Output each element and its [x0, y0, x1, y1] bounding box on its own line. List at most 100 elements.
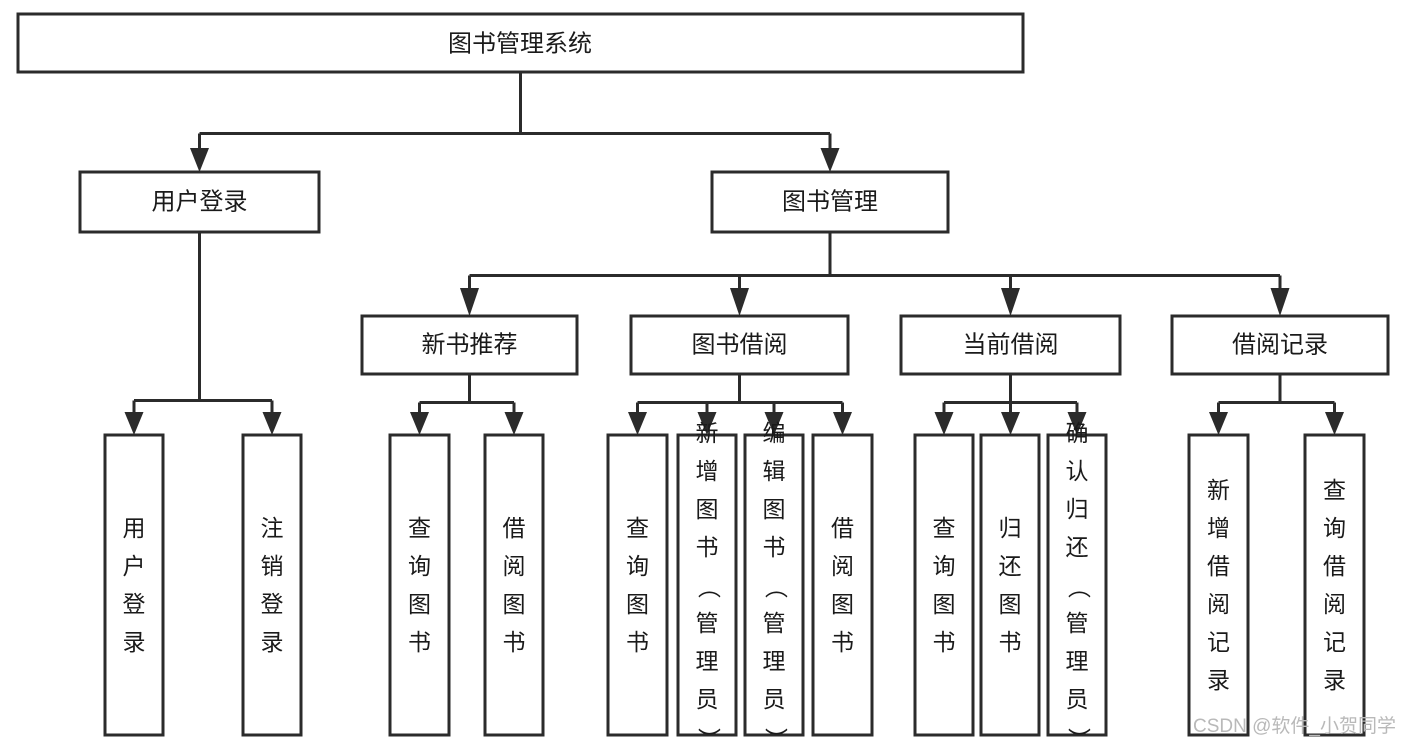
svg-text:（: （ [1066, 576, 1092, 599]
svg-text:户: 户 [123, 553, 146, 579]
node-borrow-record-box[interactable] [1170, 314, 1390, 376]
edge-bookborrow-bus [636, 374, 844, 414]
svg-text:图: 图 [696, 496, 719, 522]
svg-text:记: 记 [1323, 629, 1346, 655]
svg-text:增: 增 [1207, 515, 1230, 541]
svg-text:书: 书 [626, 629, 649, 655]
svg-text:查: 查 [1323, 477, 1346, 503]
node-root[interactable]: 图书管理系统 [16, 12, 1025, 74]
svg-text:录: 录 [261, 629, 284, 655]
svg-text:新: 新 [696, 420, 719, 446]
node-new-book-rec[interactable]: 新书推荐 [360, 314, 579, 376]
svg-text:认: 认 [1066, 458, 1089, 484]
svg-text:询: 询 [626, 553, 649, 579]
node-leaf-add-record-box[interactable] [1187, 433, 1250, 737]
svg-text:书: 书 [933, 629, 956, 655]
svg-text:图: 图 [763, 496, 786, 522]
node-leaf-query-book-2-box[interactable] [606, 433, 669, 737]
svg-text:图: 图 [503, 591, 526, 617]
svg-text:理: 理 [696, 648, 719, 674]
node-user-login[interactable]: 用户登录 [78, 170, 321, 234]
svg-text:理: 理 [763, 648, 786, 674]
svg-text:管: 管 [1066, 610, 1089, 636]
node-leaf-query-record-box[interactable] [1303, 433, 1366, 737]
node-current-borrow-box[interactable] [899, 314, 1122, 376]
svg-text:新: 新 [1207, 477, 1230, 503]
svg-text:借: 借 [503, 515, 526, 541]
edge-bookmanage-bus [468, 232, 1282, 290]
node-root-box[interactable] [16, 12, 1025, 74]
node-leaf-edit-book-box[interactable] [743, 433, 805, 737]
arrow-head-icon [190, 148, 209, 172]
node-borrow-record[interactable]: 借阅记录 [1170, 314, 1390, 376]
arrow-head-icon [504, 412, 524, 435]
node-leaf-borrow-book-2-box[interactable] [811, 433, 874, 737]
node-leaf-user-login[interactable]: 用户登录 [103, 433, 165, 737]
node-book-manage-box[interactable] [710, 170, 950, 234]
node-leaf-return-book-box[interactable] [979, 433, 1041, 737]
svg-text:询: 询 [408, 553, 431, 579]
svg-text:书: 书 [696, 534, 719, 560]
svg-text:）: ） [763, 728, 789, 747]
svg-text:）: ） [696, 728, 722, 747]
svg-text:查: 查 [408, 515, 431, 541]
node-leaf-logout-box[interactable] [241, 433, 303, 737]
svg-text:借: 借 [1323, 553, 1346, 579]
node-leaf-user-login-box[interactable] [103, 433, 165, 737]
svg-text:增: 增 [696, 458, 719, 484]
node-leaf-add-book-box[interactable] [676, 433, 738, 737]
svg-text:录: 录 [1323, 667, 1346, 693]
svg-text:管: 管 [696, 610, 719, 636]
svg-text:销: 销 [261, 553, 284, 579]
arrow-head-icon [1209, 412, 1228, 435]
arrow-head-icon [730, 288, 749, 316]
arrow-head-icon [1270, 288, 1290, 316]
svg-text:用: 用 [123, 515, 146, 541]
svg-text:确: 确 [1066, 420, 1089, 446]
svg-text:管: 管 [763, 610, 786, 636]
node-leaf-confirm-return-box[interactable] [1046, 433, 1108, 737]
svg-text:查: 查 [933, 515, 956, 541]
arrow-head-icon [764, 412, 784, 435]
svg-text:阅: 阅 [831, 553, 854, 579]
node-root-label: 图书管理系统 [448, 30, 592, 57]
node-book-manage[interactable]: 图书管理 [710, 170, 950, 234]
node-leaf-query-book-3-box[interactable] [913, 433, 975, 737]
arrow-head-icon [820, 148, 840, 172]
node-book-borrow[interactable]: 图书借阅 [629, 314, 850, 376]
svg-text:录: 录 [1207, 667, 1230, 693]
node-user-login-box[interactable] [78, 170, 321, 234]
svg-text:录: 录 [123, 629, 146, 655]
svg-text:登: 登 [261, 591, 284, 617]
svg-text:阅: 阅 [503, 553, 526, 579]
svg-text:登: 登 [123, 591, 146, 617]
svg-text:还: 还 [999, 553, 1022, 579]
node-new-book-rec-box[interactable] [360, 314, 579, 376]
node-current-borrow[interactable]: 当前借阅 [899, 314, 1122, 376]
node-book-borrow-box[interactable] [629, 314, 850, 376]
node-leaf-query-book-1-box[interactable] [388, 433, 451, 737]
svg-text:）: ） [1066, 728, 1092, 747]
node-leaf-borrow-book-1-box[interactable] [483, 433, 545, 737]
leaf-node-layer: 用户登录注销登录查询图书借阅图书查询图书新增图书（管理员）编辑图书（管理员）借阅… [103, 420, 1366, 747]
svg-text:注: 注 [261, 515, 284, 541]
